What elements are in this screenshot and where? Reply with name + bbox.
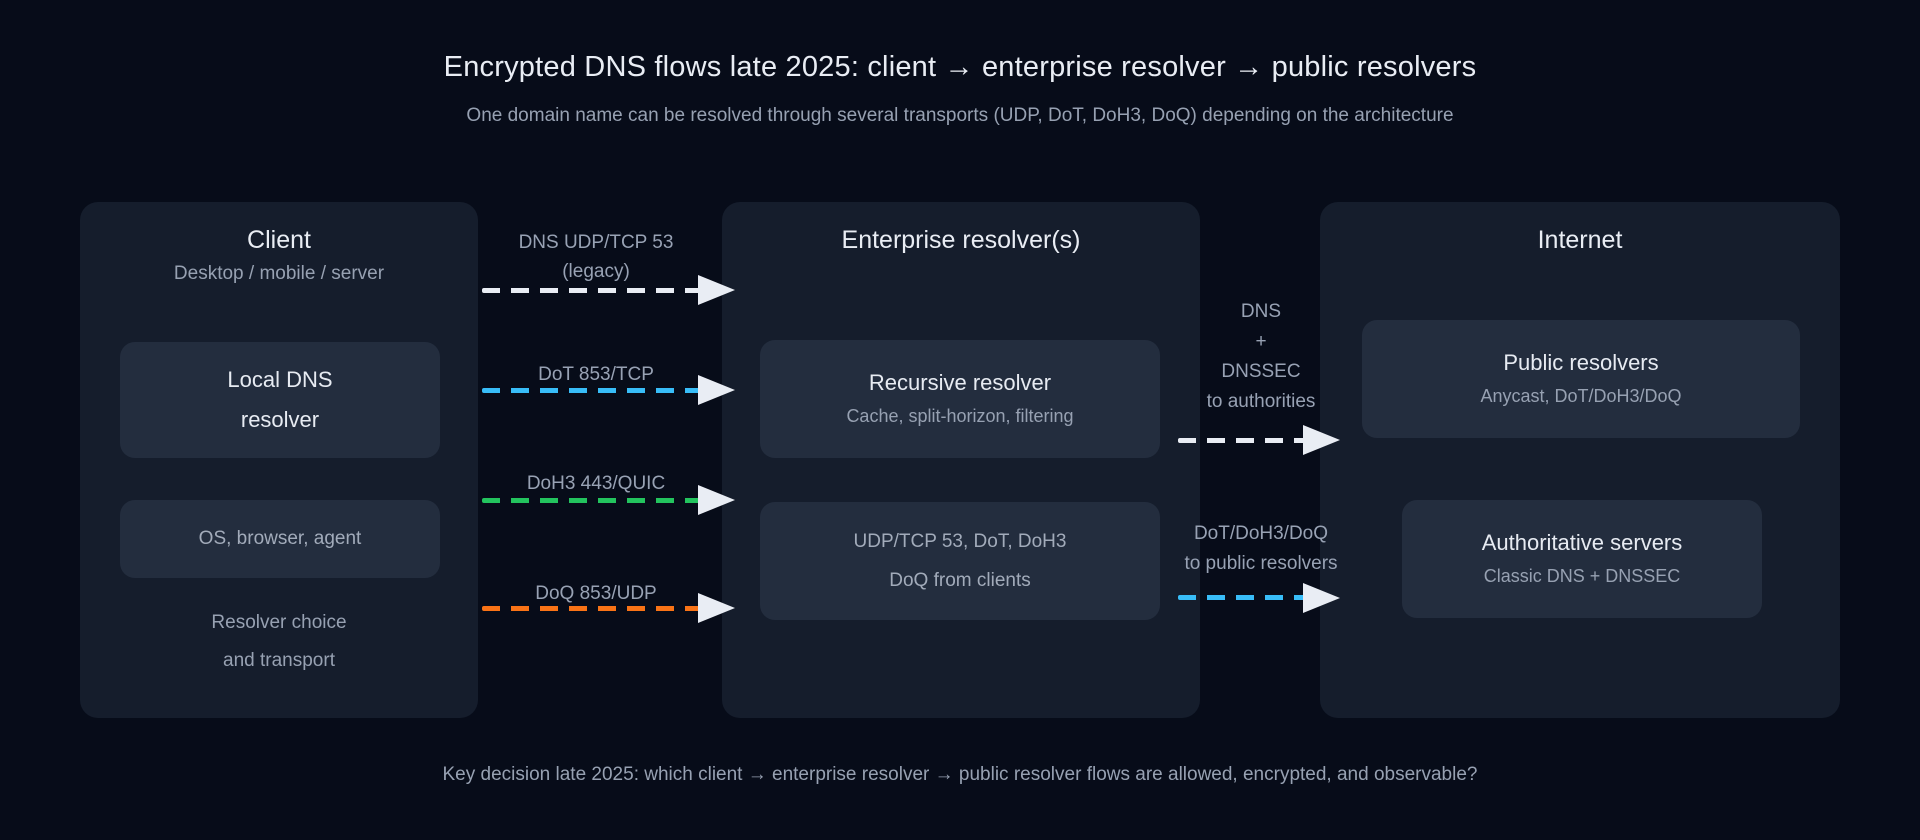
flow-doh3-label: DoH3 443/QUIC [526,473,666,494]
flow-legacy-dns-arrowhead-icon [698,275,735,305]
public-resolvers-title: Public resolvers [1503,350,1659,375]
client-panel: Client Desktop / mobile / server Local D… [80,202,478,718]
diagram-caption: Key decision late 2025: which client → e… [442,764,1478,785]
local-dns-resolver-card: Local DNS resolver [120,342,440,458]
diagram-title: Encrypted DNS flows late 2025: client → … [443,51,1477,83]
flow-encrypted-to-public-dashed-line [1178,595,1305,600]
os-browser-agent-label: OS, browser, agent [198,528,362,549]
flow-dot-label: DoT 853/TCP [538,364,654,385]
authoritative-servers-subtitle: Classic DNS + DNSSEC [1483,566,1681,586]
flow-doq-dashed-line [482,606,700,611]
flow-legacy-dns-label: DNS UDP/TCP 53 (legacy) [518,232,674,282]
flow-legacy-dns-dashed-line [482,288,700,293]
enterprise-panel-title: Enterprise resolver(s) [841,226,1081,254]
client-transports-line1: UDP/TCP 53, DoT, DoH3 [853,531,1067,552]
diagram-subtitle: One domain name can be resolved through … [466,105,1454,126]
client-panel-subtitle: Desktop / mobile / server [173,263,385,284]
resolver-choice-note-line2: and transport [223,650,335,671]
flow-doq-label: DoQ 853/UDP [535,583,657,604]
flow-doh3-arrowhead-icon [698,485,735,515]
client-transports-card: UDP/TCP 53, DoT, DoH3 DoQ from clients [760,502,1160,620]
public-resolvers-subtitle: Anycast, DoT/DoH3/DoQ [1480,386,1682,406]
flow-dns-dnssec-dashed-line [1178,438,1305,443]
flow-doh3-dashed-line [482,498,700,503]
recursive-resolver-title: Recursive resolver [868,370,1052,395]
internet-panel: Internet Public resolvers Anycast, DoT/D… [1320,202,1840,718]
recursive-resolver-subtitle: Cache, split-horizon, filtering [846,406,1074,426]
flow-encrypted-to-public-arrowhead-icon [1303,583,1340,613]
flow-doq-arrowhead-icon [698,593,735,623]
flow-dns-dnssec-arrowhead-icon [1303,425,1340,455]
enterprise-resolver-panel: Enterprise resolver(s) Recursive resolve… [722,202,1200,718]
authoritative-servers-card: Authoritative servers Classic DNS + DNSS… [1402,500,1762,618]
resolver-choice-note: Resolver choice and transport [80,604,478,680]
authoritative-servers-title: Authoritative servers [1481,530,1683,555]
client-panel-title: Client [247,226,311,254]
flow-encrypted-to-public-label: DoT/DoH3/DoQ to public resolvers [1184,523,1338,574]
flow-dot-arrowhead-icon [698,375,735,405]
flow-dot-dashed-line [482,388,700,393]
internet-panel-title: Internet [1537,226,1623,254]
flow-dns-dnssec-label: DNS + DNSSEC to authorities [1206,301,1316,412]
local-dns-resolver-line2: resolver [240,407,320,432]
local-dns-resolver-line1: Local DNS [227,367,333,392]
os-browser-agent-card: OS, browser, agent [120,500,440,578]
client-transports-line2: DoQ from clients [889,570,1031,591]
public-resolvers-card: Public resolvers Anycast, DoT/DoH3/DoQ [1362,320,1800,438]
resolver-choice-note-line1: Resolver choice [211,612,347,633]
recursive-resolver-card: Recursive resolver Cache, split-horizon,… [760,340,1160,458]
